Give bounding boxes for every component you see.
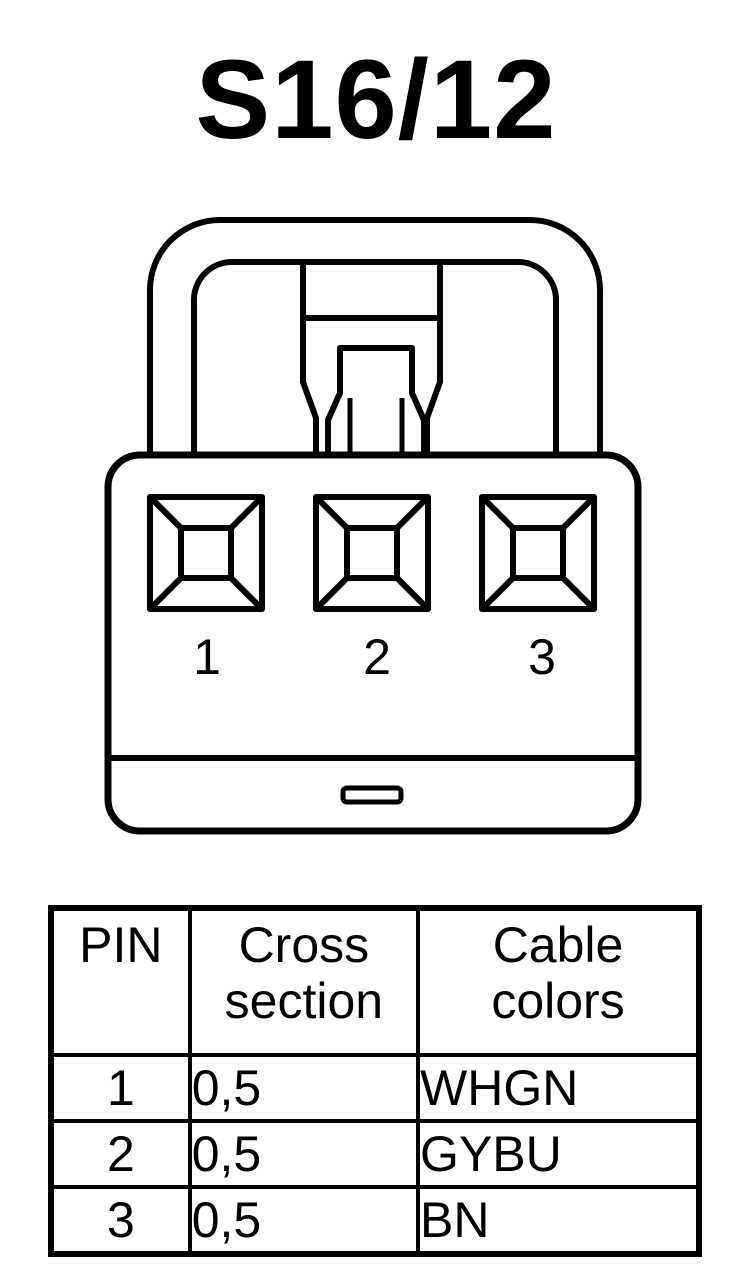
- header-cross-section-line-1: Cross: [238, 917, 370, 973]
- cell-cable-color: BN: [416, 1185, 701, 1256]
- cell-cable-color: WHGN: [416, 1053, 701, 1123]
- header-cable-colors-line-2: colors: [491, 973, 625, 1029]
- header-cross-section: Cross section: [187, 906, 421, 1057]
- cell-pin: 3: [49, 1185, 192, 1256]
- header-pin: PIN: [49, 906, 192, 1057]
- housing-key-slot: [340, 785, 404, 805]
- connector-drawing: 1 2 3: [104, 217, 642, 835]
- table-row: 1 0,5 WHGN: [49, 1053, 701, 1123]
- cell-cross-section: 0,5: [187, 1185, 421, 1256]
- table-row: 3 0,5 BN: [49, 1185, 701, 1256]
- pin-cavity-3: [479, 494, 597, 612]
- pin-label-3: 3: [528, 629, 556, 685]
- table-row: 2 0,5 GYBU: [49, 1119, 701, 1189]
- latch-tab-tongue: [325, 345, 427, 452]
- pin-label-1: 1: [193, 629, 221, 685]
- header-cable-colors-line-1: Cable: [492, 917, 624, 973]
- latch-bow-outer: [147, 217, 603, 460]
- latch-bow-inner: [191, 259, 559, 460]
- header-pin-label: PIN: [79, 917, 163, 973]
- latch-tab-slot: [347, 398, 405, 452]
- pin-cavity-2: [313, 494, 431, 612]
- header-cross-section-line-2: section: [224, 973, 384, 1029]
- header-cable-colors: Cable colors: [416, 906, 701, 1057]
- cell-pin: 1: [49, 1053, 192, 1123]
- table-header-row: PIN Cross section Cable colors: [49, 906, 701, 1057]
- cell-cable-color: GYBU: [416, 1119, 701, 1189]
- pin-cavity-1: [147, 494, 265, 612]
- pin-assignment-table: PIN Cross section Cable colors 1 0,5 WHG…: [48, 905, 702, 1257]
- cell-cross-section: 0,5: [187, 1053, 421, 1123]
- cell-pin: 2: [49, 1119, 192, 1189]
- housing-body: [104, 451, 642, 835]
- cell-cross-section: 0,5: [187, 1119, 421, 1189]
- pin-label-2: 2: [363, 629, 391, 685]
- connector-title: S16/12: [195, 37, 557, 162]
- latch-tab-frame: [300, 265, 443, 452]
